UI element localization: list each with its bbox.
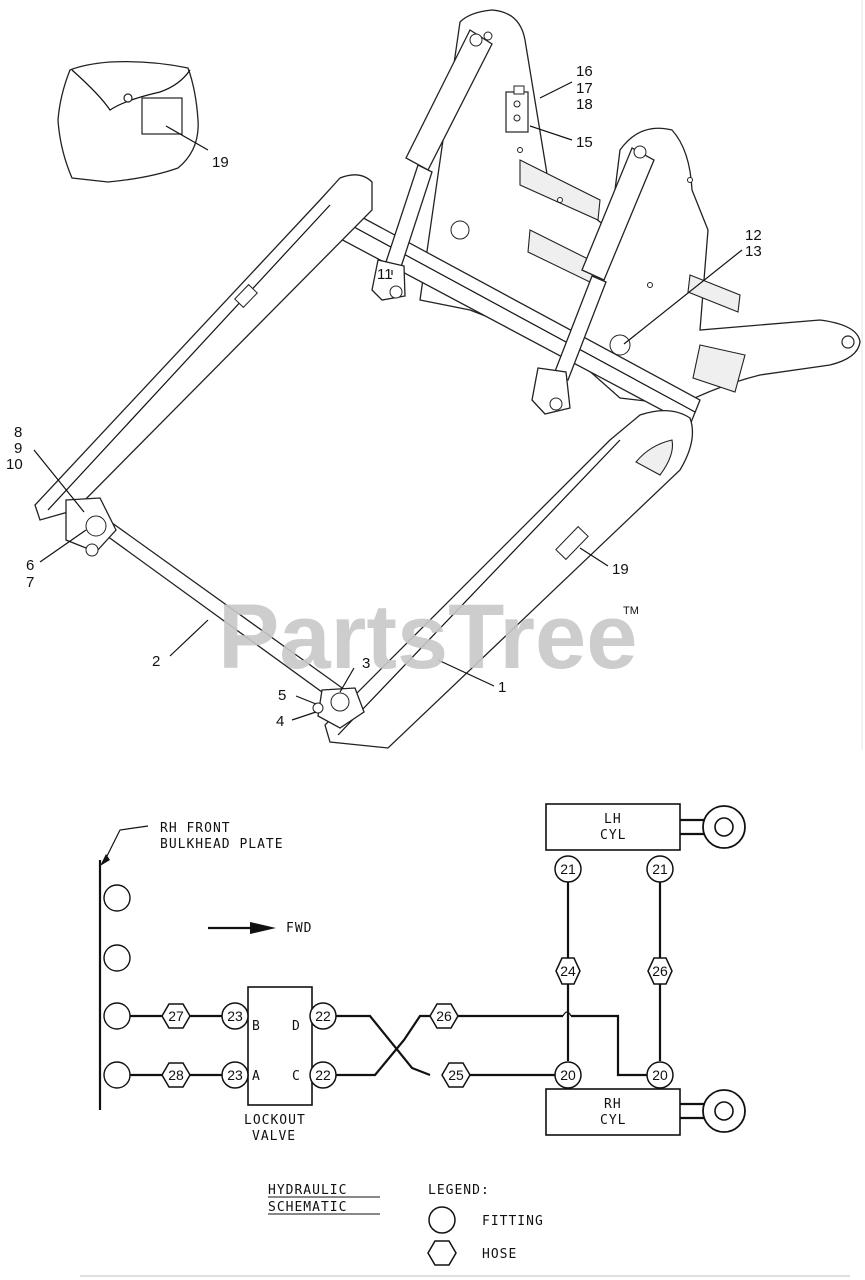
watermark: PartsTree TM bbox=[218, 586, 639, 688]
svg-text:26: 26 bbox=[436, 1008, 452, 1024]
rh-cyl-label-line1: RH bbox=[604, 1097, 622, 1112]
callout-5: 5 bbox=[278, 687, 286, 704]
legend-fitting-symbol bbox=[428, 1206, 456, 1234]
legend-title-line1: HYDRAULIC bbox=[268, 1183, 347, 1198]
callout-11: 11 bbox=[377, 266, 393, 283]
callout-18: 18 bbox=[576, 96, 593, 113]
leader-lines bbox=[33, 81, 743, 721]
fitting-23-upper: 23 bbox=[221, 1002, 249, 1030]
fitting-21-right: 21 bbox=[646, 855, 674, 883]
callout-17: 17 bbox=[576, 80, 593, 97]
callout-2: 2 bbox=[152, 653, 160, 670]
fwd-arrow: FWD bbox=[208, 921, 312, 936]
bulkhead-plate: RH FRONT BULKHEAD PLATE bbox=[98, 821, 284, 1110]
callout-7: 7 bbox=[26, 574, 34, 591]
lockout-label-line2: VALVE bbox=[252, 1129, 296, 1144]
front-cross-shaft-part-2 bbox=[65, 497, 365, 729]
hose-26-horizontal: 26 bbox=[429, 1003, 459, 1029]
fitting-23-lower: 23 bbox=[221, 1061, 249, 1089]
svg-text:26: 26 bbox=[652, 963, 668, 979]
hose-28: 28 bbox=[161, 1062, 191, 1088]
rh-cylinder: RH CYL bbox=[545, 1088, 746, 1136]
exploded-view: PartsTree TM 19 16 17 18 15 12 13 11 8 9… bbox=[6, 9, 861, 749]
legend-hose-symbol bbox=[427, 1240, 457, 1266]
lh-cylinder: LH CYL bbox=[545, 803, 746, 851]
port-a: A bbox=[252, 1069, 261, 1084]
port-d: D bbox=[292, 1019, 301, 1034]
lh-cyl-label-line1: LH bbox=[604, 812, 622, 827]
callout-3: 3 bbox=[362, 655, 370, 672]
legend: HYDRAULIC SCHEMATIC LEGEND: FITTING HOSE bbox=[268, 1183, 544, 1266]
svg-text:20: 20 bbox=[652, 1067, 668, 1083]
mount-plate bbox=[419, 9, 861, 406]
callout-1: 1 bbox=[498, 679, 506, 696]
svg-text:28: 28 bbox=[168, 1067, 184, 1083]
callout-15: 15 bbox=[576, 134, 593, 151]
legend-heading: LEGEND: bbox=[428, 1183, 490, 1198]
callout-9: 9 bbox=[14, 440, 22, 457]
watermark-text: PartsTree bbox=[218, 586, 637, 688]
callout-4: 4 bbox=[276, 713, 284, 730]
hydraulic-lines bbox=[130, 882, 662, 1077]
legend-hose-label: HOSE bbox=[482, 1247, 517, 1262]
bulkhead-label-line1: RH FRONT bbox=[160, 821, 231, 836]
lh-cyl-label-line2: CYL bbox=[600, 828, 626, 843]
fwd-label: FWD bbox=[286, 921, 312, 936]
watermark-tm: TM bbox=[623, 605, 639, 617]
bulkhead-label-line2: BULKHEAD PLATE bbox=[160, 837, 284, 852]
svg-text:20: 20 bbox=[560, 1067, 576, 1083]
lockout-label-line1: LOCKOUT bbox=[244, 1113, 306, 1128]
svg-text:23: 23 bbox=[227, 1008, 243, 1024]
legend-title-line2: SCHEMATIC bbox=[268, 1200, 347, 1215]
hose-25: 25 bbox=[441, 1062, 471, 1088]
fitting-20-left: 20 bbox=[554, 1061, 582, 1089]
rh-cyl-label-line2: CYL bbox=[600, 1113, 626, 1128]
callout-16: 16 bbox=[576, 63, 593, 80]
fitting-21-left: 21 bbox=[554, 855, 582, 883]
callout-labels: 19 16 17 18 15 12 13 11 8 9 10 6 7 19 2 … bbox=[6, 63, 762, 730]
decal-part-19 bbox=[57, 60, 199, 183]
svg-text:22: 22 bbox=[315, 1008, 331, 1024]
svg-text:22: 22 bbox=[315, 1067, 331, 1083]
callout-8: 8 bbox=[14, 424, 22, 441]
callout-10: 10 bbox=[6, 456, 23, 473]
callout-19-decal: 19 bbox=[212, 154, 229, 171]
svg-text:27: 27 bbox=[168, 1008, 184, 1024]
hydraulic-schematic: RH FRONT BULKHEAD PLATE FWD bbox=[80, 803, 850, 1277]
fitting-22-upper: 22 bbox=[309, 1002, 337, 1030]
left-cylinder bbox=[371, 29, 493, 301]
port-c: C bbox=[292, 1069, 301, 1084]
port-b: B bbox=[252, 1019, 261, 1034]
valve-block-part-15 bbox=[505, 85, 529, 133]
hose-26-vertical: 26 bbox=[647, 957, 673, 985]
lockout-valve: B A D C LOCKOUT VALVE bbox=[244, 986, 313, 1144]
right-cylinder bbox=[531, 145, 655, 415]
callout-12: 12 bbox=[745, 227, 762, 244]
fitting-20-right: 20 bbox=[646, 1061, 674, 1089]
legend-fitting-label: FITTING bbox=[482, 1214, 544, 1229]
svg-text:21: 21 bbox=[652, 861, 668, 877]
left-lift-arm bbox=[34, 174, 373, 521]
fittings: 23 23 22 22 21 21 20 20 bbox=[221, 855, 674, 1089]
svg-text:25: 25 bbox=[448, 1067, 464, 1083]
svg-text:24: 24 bbox=[560, 963, 576, 979]
callout-6: 6 bbox=[26, 557, 34, 574]
svg-text:23: 23 bbox=[227, 1067, 243, 1083]
callout-19-arm: 19 bbox=[612, 561, 629, 578]
fitting-22-lower: 22 bbox=[309, 1061, 337, 1089]
svg-text:21: 21 bbox=[560, 861, 576, 877]
hose-27: 27 bbox=[161, 1003, 191, 1029]
callout-13: 13 bbox=[745, 243, 762, 260]
hose-24: 24 bbox=[555, 957, 581, 985]
right-lift-arm bbox=[324, 410, 694, 749]
hoses: 27 28 26 25 24 26 bbox=[161, 957, 673, 1088]
